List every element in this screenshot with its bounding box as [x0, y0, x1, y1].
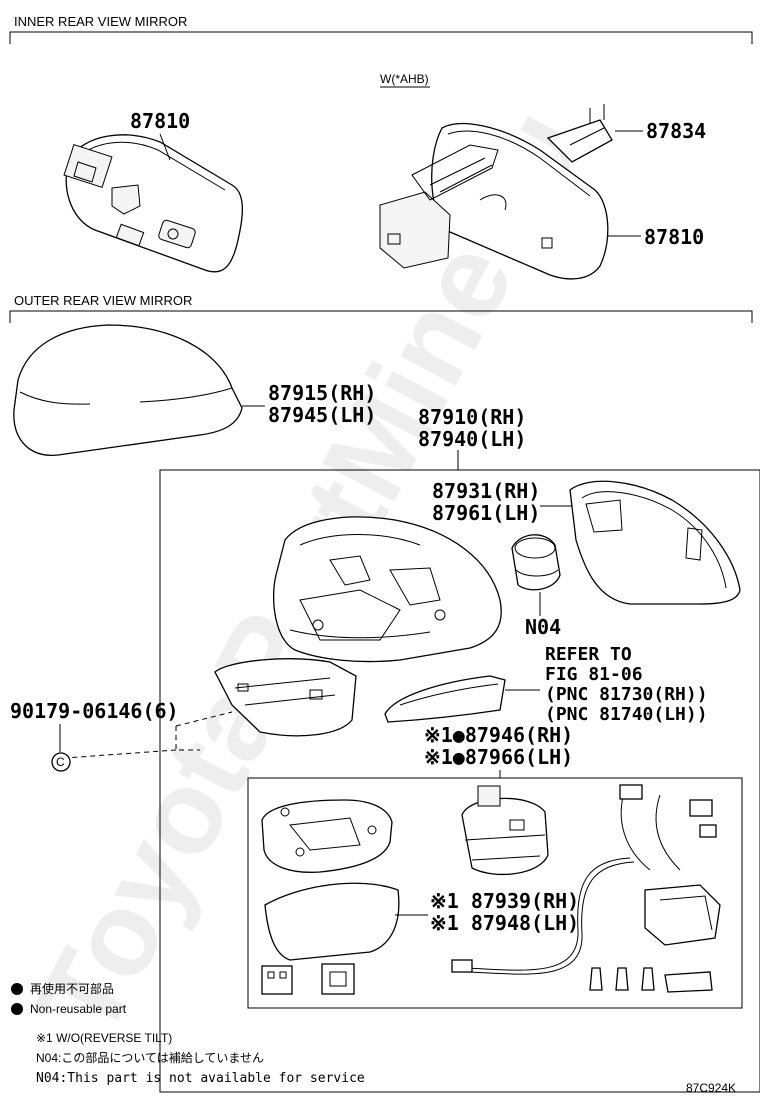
section-title-outer: OUTER REAR VIEW MIRROR — [14, 293, 192, 308]
refer-line-4: (PNC 81740(LH)) — [545, 704, 708, 725]
legend-dot-jp — [11, 983, 23, 995]
sensor-cover-87834 — [546, 104, 613, 163]
label-87910: 87910(RH) — [418, 405, 526, 429]
label-87810-right: 87810 — [644, 225, 704, 249]
refer-line-3: (PNC 81730(RH)) — [545, 684, 708, 705]
label-87940: 87940(LH) — [418, 427, 526, 451]
small-connectors — [261, 963, 355, 995]
clip-90179: C — [51, 752, 71, 772]
label-87810-left: 87810 — [130, 109, 190, 133]
refer-line-1: REFER TO — [545, 644, 632, 665]
clip-symbol: C — [56, 755, 65, 769]
bracket-plate — [261, 799, 393, 873]
mirror-backing-plate — [264, 882, 400, 961]
mirror-glass — [569, 480, 741, 605]
mirror-base — [214, 658, 357, 737]
leader-87810-left — [159, 133, 171, 161]
inner-mirror-right — [379, 122, 609, 280]
section-title-inner: INNER REAR VIEW MIRROR — [14, 14, 187, 29]
label-87939: ※1 87939(RH) — [430, 889, 579, 913]
mirror-cover — [13, 324, 243, 456]
label-87945: 87945(LH) — [268, 403, 376, 427]
label-87966: ※1●87966(LH) — [424, 745, 573, 769]
label-87834: 87834 — [646, 119, 706, 143]
note-3: N04:This part is not available for servi… — [36, 1071, 365, 1086]
refer-line-2: FIG 81-06 — [545, 664, 643, 685]
dashed-leader-clip — [64, 711, 233, 759]
section-bracket-inner — [9, 31, 753, 44]
turn-signal-lamp — [384, 675, 506, 723]
label-87961: 87961(LH) — [432, 501, 540, 525]
legend-non-reusable: 再使用不可部品 Non-reusable part — [11, 981, 127, 1016]
legend-dot-en — [11, 1003, 23, 1015]
note-2: N04:この部品については補給していません — [36, 1050, 264, 1065]
assembly-box — [159, 469, 760, 1093]
note-1: ※1 W/O(REVERSE TILT) — [36, 1031, 172, 1045]
mirror-housing — [273, 516, 502, 663]
legend-jp: 再使用不可部品 — [30, 981, 114, 996]
subassembly-box — [247, 777, 743, 1009]
label-87931: 87931(RH) — [432, 479, 540, 503]
label-87946: ※1●87946(RH) — [424, 723, 573, 747]
screws — [589, 967, 713, 993]
label-87948: ※1 87948(LH) — [430, 911, 579, 935]
actuator-unit — [461, 785, 549, 876]
inner-mirror-left — [63, 134, 243, 273]
label-n04: N04 — [525, 615, 561, 639]
variant-label: W(*AHB) — [380, 72, 429, 86]
wire-harness — [451, 784, 721, 975]
legend-en: Non-reusable part — [30, 1002, 127, 1016]
figure-code: 87C924K — [686, 1081, 736, 1095]
section-bracket-outer — [9, 310, 753, 323]
label-87915: 87915(RH) — [268, 381, 376, 405]
mirror-motor-n04 — [511, 534, 561, 591]
label-90179: 90179-06146(6) — [10, 699, 179, 723]
